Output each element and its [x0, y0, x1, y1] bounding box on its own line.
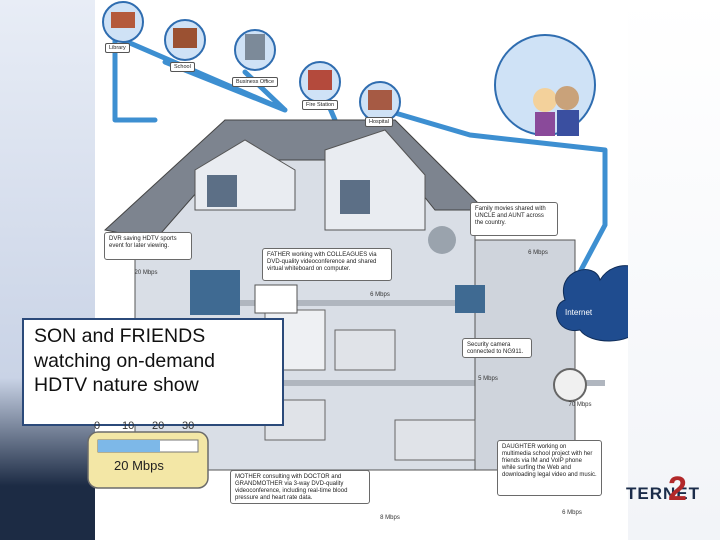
tick-0: 0 — [94, 420, 101, 432]
library-label: Library — [105, 43, 130, 53]
callout-line-2: watching on-demand — [34, 349, 216, 372]
business-office-label: Business Office — [232, 77, 279, 87]
meter-graphic — [87, 431, 209, 489]
phone-meter-label: 70 Mbps — [568, 402, 592, 408]
brand-logo: TERNET 2 — [626, 470, 718, 530]
hospital-label: Hospital — [365, 117, 393, 127]
fire-station-label: Fire Station — [302, 100, 339, 110]
network-lines — [112, 37, 608, 303]
security-camera-callout: Security camera connected to NG911. — [462, 338, 532, 358]
daughter-meter-label: 6 Mbps — [562, 510, 582, 516]
callout-line-1: SON and FRIENDS — [34, 325, 206, 347]
security-meter-label: 5 Mbps — [478, 376, 498, 382]
mother-meter-label: 8 Mbps — [380, 515, 400, 521]
right-background-band — [628, 0, 720, 540]
internet-label: Internet — [565, 308, 593, 317]
brand-text: TERNET — [626, 484, 700, 503]
family-movies-callout: Family movies shared with UNCLE and AUNT… — [470, 202, 558, 236]
brand-numeral: 2 — [668, 470, 687, 508]
tick-30: 30 — [182, 420, 195, 432]
family-meter-label: 6 Mbps — [528, 250, 548, 256]
building-icons — [102, 1, 596, 136]
tick-20: 20 — [152, 420, 165, 432]
mother-callout: MOTHER consulting with DOCTOR and GRANDM… — [230, 470, 370, 504]
father-callout: FATHER working with COLLEAGUES via DVD-q… — [262, 248, 392, 281]
tick-10: 10 — [122, 420, 135, 432]
father-meter-label: 6 Mbps — [370, 292, 390, 298]
callout-line-3: HDTV nature show — [34, 374, 199, 396]
bandwidth-meter: 0 10 20 30 20 Mbps — [86, 420, 210, 492]
dvr-meter-label: 20 Mbps — [134, 270, 158, 276]
school-label: School — [170, 62, 195, 72]
dvr-callout: DVR saving HDTV sports event for later v… — [104, 232, 192, 260]
big-meter-label: 20 Mbps — [114, 458, 164, 473]
daughter-callout: DAUGHTER working on multimedia school pr… — [497, 440, 602, 496]
left-background-band — [0, 0, 95, 540]
son-friends-callout: SON and FRIENDS watching on-demand HDTV … — [22, 318, 284, 426]
